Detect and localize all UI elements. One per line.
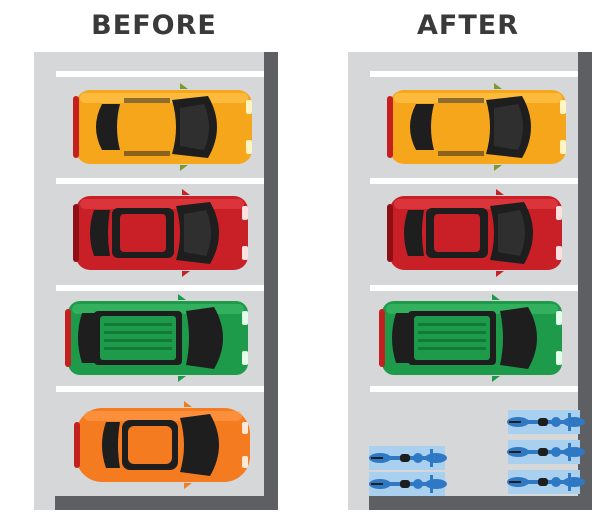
after-green-car: [379, 294, 562, 382]
after-red-car: [387, 189, 562, 277]
bike-spot: [507, 470, 585, 494]
after-yellow-car: [387, 83, 566, 171]
bike-spot: [507, 410, 585, 434]
before-red-car: [73, 189, 248, 277]
before-panel: [34, 52, 278, 510]
before-yellow-car: [73, 83, 252, 171]
before-curb-right: [264, 52, 278, 510]
after-parking-lines: [370, 71, 578, 392]
bike-parking-area: [369, 410, 585, 496]
bike-spot: [369, 446, 447, 470]
bike-spot: [507, 440, 585, 464]
after-curb-bottom: [369, 496, 592, 510]
before-green-car: [65, 294, 248, 382]
before-parking-lines: [56, 71, 264, 392]
after-curb-right: [578, 52, 592, 510]
bike-spot: [369, 472, 447, 496]
before-title: BEFORE: [91, 10, 217, 41]
after-panel: [348, 52, 592, 510]
before-orange-car: [74, 401, 250, 489]
before-curb-bottom: [55, 496, 278, 510]
after-title: AFTER: [417, 10, 519, 41]
